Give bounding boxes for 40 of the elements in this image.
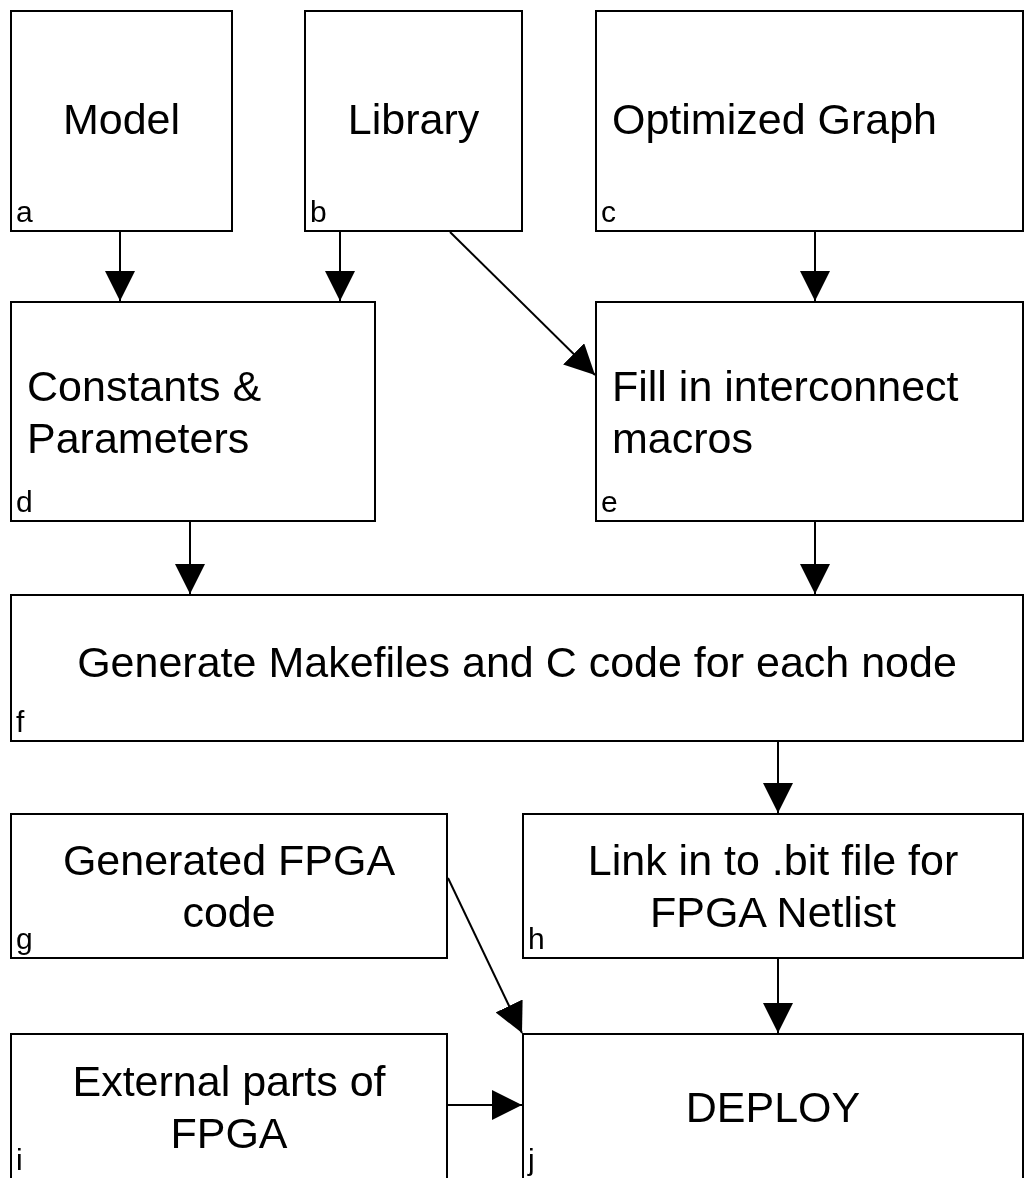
box-letter: d (16, 486, 33, 518)
box-letter: j (528, 1144, 535, 1176)
arrow (325, 231, 355, 302)
arrow (763, 741, 793, 814)
box-title: Optimized Graph (612, 94, 938, 145)
box-letter: e (601, 486, 618, 518)
box-title: Model (62, 94, 181, 145)
process-box (595, 301, 1024, 522)
arrow (447, 1090, 523, 1120)
box-title: Library (347, 94, 480, 145)
box-letter: h (528, 923, 545, 955)
box-title: Generated FPGA code (61, 835, 397, 938)
arrow (447, 877, 523, 1034)
box-letter: c (601, 196, 616, 228)
process-box (595, 10, 1024, 232)
box-title: DEPLOY (685, 1081, 861, 1133)
box-letter: a (16, 196, 33, 228)
arrow (800, 231, 830, 302)
arrow (105, 231, 135, 302)
process-box (10, 594, 1024, 742)
arrow (175, 521, 205, 595)
box-title: Constants & Parameters (27, 360, 263, 464)
process-box (10, 301, 376, 522)
arrow (800, 521, 830, 595)
arrow (763, 958, 793, 1034)
box-letter: g (16, 923, 33, 955)
process-box (10, 1033, 448, 1178)
box-title: Link in to .bit file for FPGA Netlist (586, 835, 960, 938)
process-box (522, 1033, 1024, 1178)
process-box (304, 10, 523, 232)
arrow (449, 231, 596, 376)
box-title: Generate Makefiles and C code for each node (77, 637, 957, 688)
box-letter: f (16, 706, 25, 738)
process-box (522, 813, 1024, 959)
process-box (10, 10, 233, 232)
box-title: Fill in interconnect macros (612, 360, 960, 464)
box-title: External parts of FPGA (71, 1055, 387, 1159)
box-letter: b (310, 196, 327, 228)
box-letter: i (16, 1144, 23, 1176)
process-box (10, 813, 448, 959)
